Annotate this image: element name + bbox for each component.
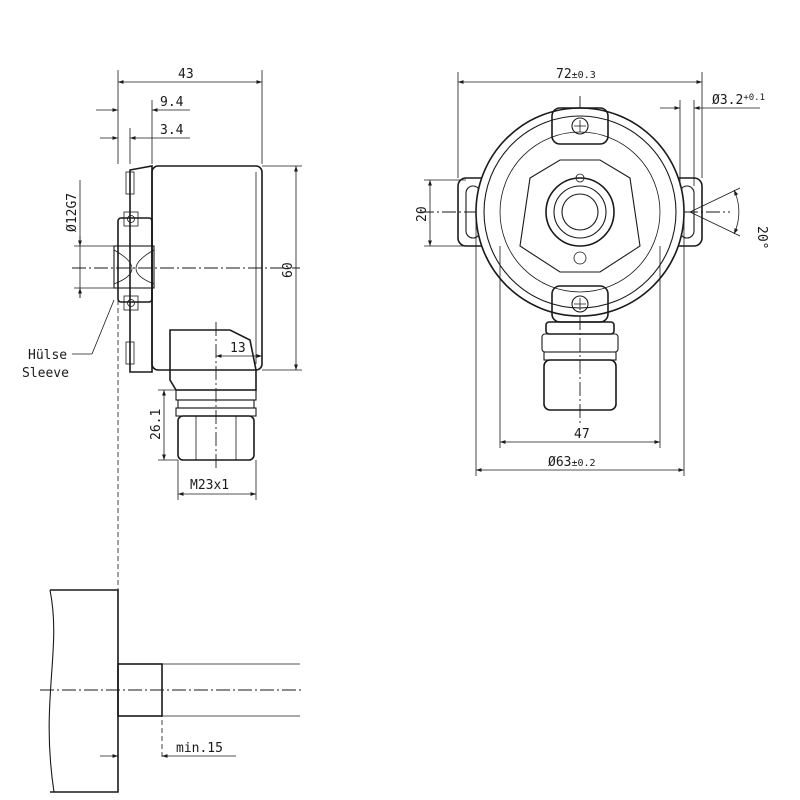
dim-slot-width: Ø3.2+0.1 [712, 93, 765, 108]
dim-clamp-offset: 3.4 [160, 123, 184, 138]
connector-thread: M23x1 [190, 478, 229, 493]
dim-slot-spacing: 72±0.3 [556, 67, 596, 82]
sleeve-label-en: Sleeve [22, 366, 69, 381]
mounting-detail: min.15 [40, 589, 304, 793]
mounting-wall [50, 589, 119, 793]
connector-body [169, 329, 257, 391]
mounting-flange [129, 165, 153, 373]
dim-connector-length: 26.1 [149, 409, 164, 440]
clamp-ring [117, 217, 153, 303]
encoder-body [475, 107, 685, 317]
dim-min-shaft: min.15 [176, 741, 223, 756]
dim-body-diameter: Ø63±0.2 [548, 455, 596, 470]
sleeve-label-de: Hülse [28, 348, 67, 363]
dim-flange-offset: 9.4 [160, 95, 184, 110]
dim-slot-angle: 20° [754, 226, 769, 249]
dim-connector-offset: 13 [230, 341, 246, 356]
dim-overall-length: 43 [178, 67, 194, 82]
sleeve [113, 245, 155, 289]
dim-height: 60 [281, 262, 296, 278]
dim-bore: Ø12G7 [65, 193, 80, 232]
front-connector [543, 359, 617, 411]
side-view: 43 9.4 3.4 Ø12G7 60 13 26.1 [22, 67, 302, 792]
dim-connector-width: 47 [574, 427, 590, 442]
front-view: 72±0.3 Ø3.2+0.1 20 20° 47 Ø63±0.2 [415, 67, 769, 476]
dim-slot-height: 20 [415, 206, 430, 222]
